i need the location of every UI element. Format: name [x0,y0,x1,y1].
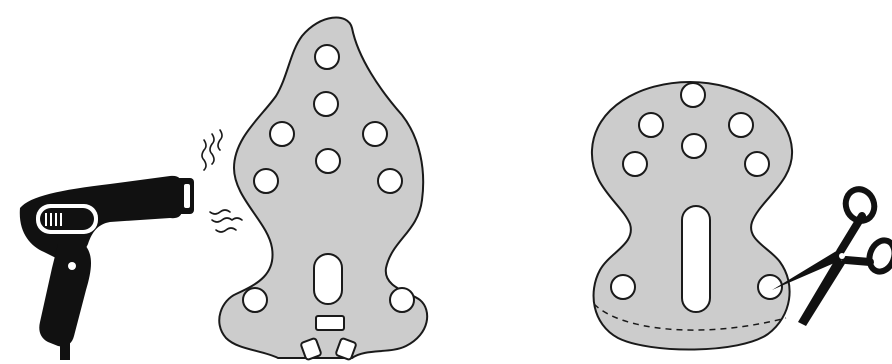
pad-right [592,82,792,350]
pad-hole [254,169,278,193]
pad-hole [623,152,647,176]
pad-hole [316,149,340,173]
pad-hole [729,113,753,137]
pad-hole [390,288,414,312]
heat-forming-panel [20,18,427,361]
pad-hole [243,288,267,312]
pad-center-slot [682,206,710,312]
pad-hole [682,134,706,158]
scissors-icon [772,185,892,326]
pad-small-tab [316,316,344,330]
pad-hole [314,92,338,116]
heat-gun-icon [20,176,194,360]
pad-hole [315,45,339,69]
pad-hole [363,122,387,146]
pad-left [219,18,427,361]
pad-hole [639,113,663,137]
pad-center-slot [314,254,342,304]
pad-hole [681,83,705,107]
pad-hole [378,169,402,193]
pad-hole [611,275,635,299]
pad-hole [270,122,294,146]
trimming-panel [592,82,892,350]
pad-hole [745,152,769,176]
